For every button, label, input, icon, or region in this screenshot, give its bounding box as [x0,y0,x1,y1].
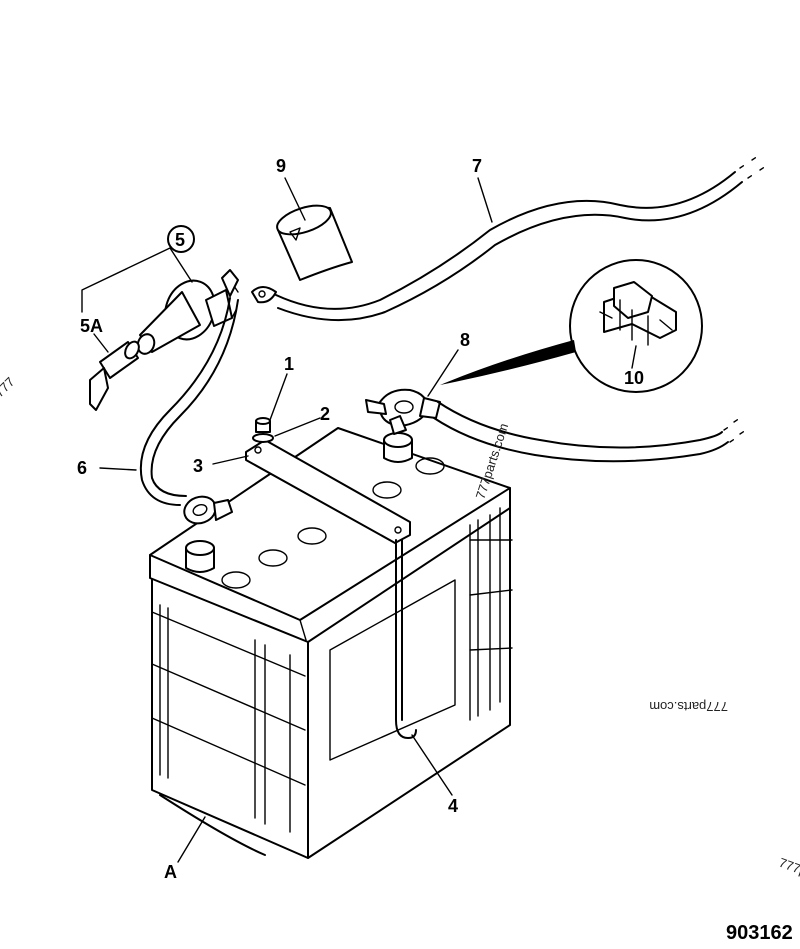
callout-labels: 1 2 3 4 5 5A 6 7 8 9 10 A [77,156,644,882]
watermark-corner-right: 777pa [777,855,800,882]
callout-2: 2 [320,404,330,424]
sleeve [276,204,353,281]
battery [149,427,513,859]
callout-1: 1 [284,354,294,374]
callout-8: 8 [460,330,470,350]
callout-7: 7 [472,156,482,176]
callout-10: 10 [624,368,644,388]
drawing-number: 903162 [726,922,793,944]
callout-9: 9 [276,156,286,176]
callout-4: 4 [448,796,458,816]
callout-3: 3 [193,456,203,476]
watermark-upside-down: 777parts.com [649,699,728,714]
cable-8 [365,388,747,463]
callout-5: 5 [175,230,185,250]
callout-a: A [164,862,177,882]
switch-key [89,340,140,411]
leader-lines [81,177,637,863]
callout-6: 6 [77,458,87,478]
bolt-and-washer [252,417,274,443]
cable-6 [139,297,239,525]
callout-5a: 5A [80,316,103,336]
cable-7 [251,155,767,322]
detail-clip [440,259,703,393]
watermark-corner-left: 777 [0,374,17,400]
isolator-switch [136,269,239,355]
